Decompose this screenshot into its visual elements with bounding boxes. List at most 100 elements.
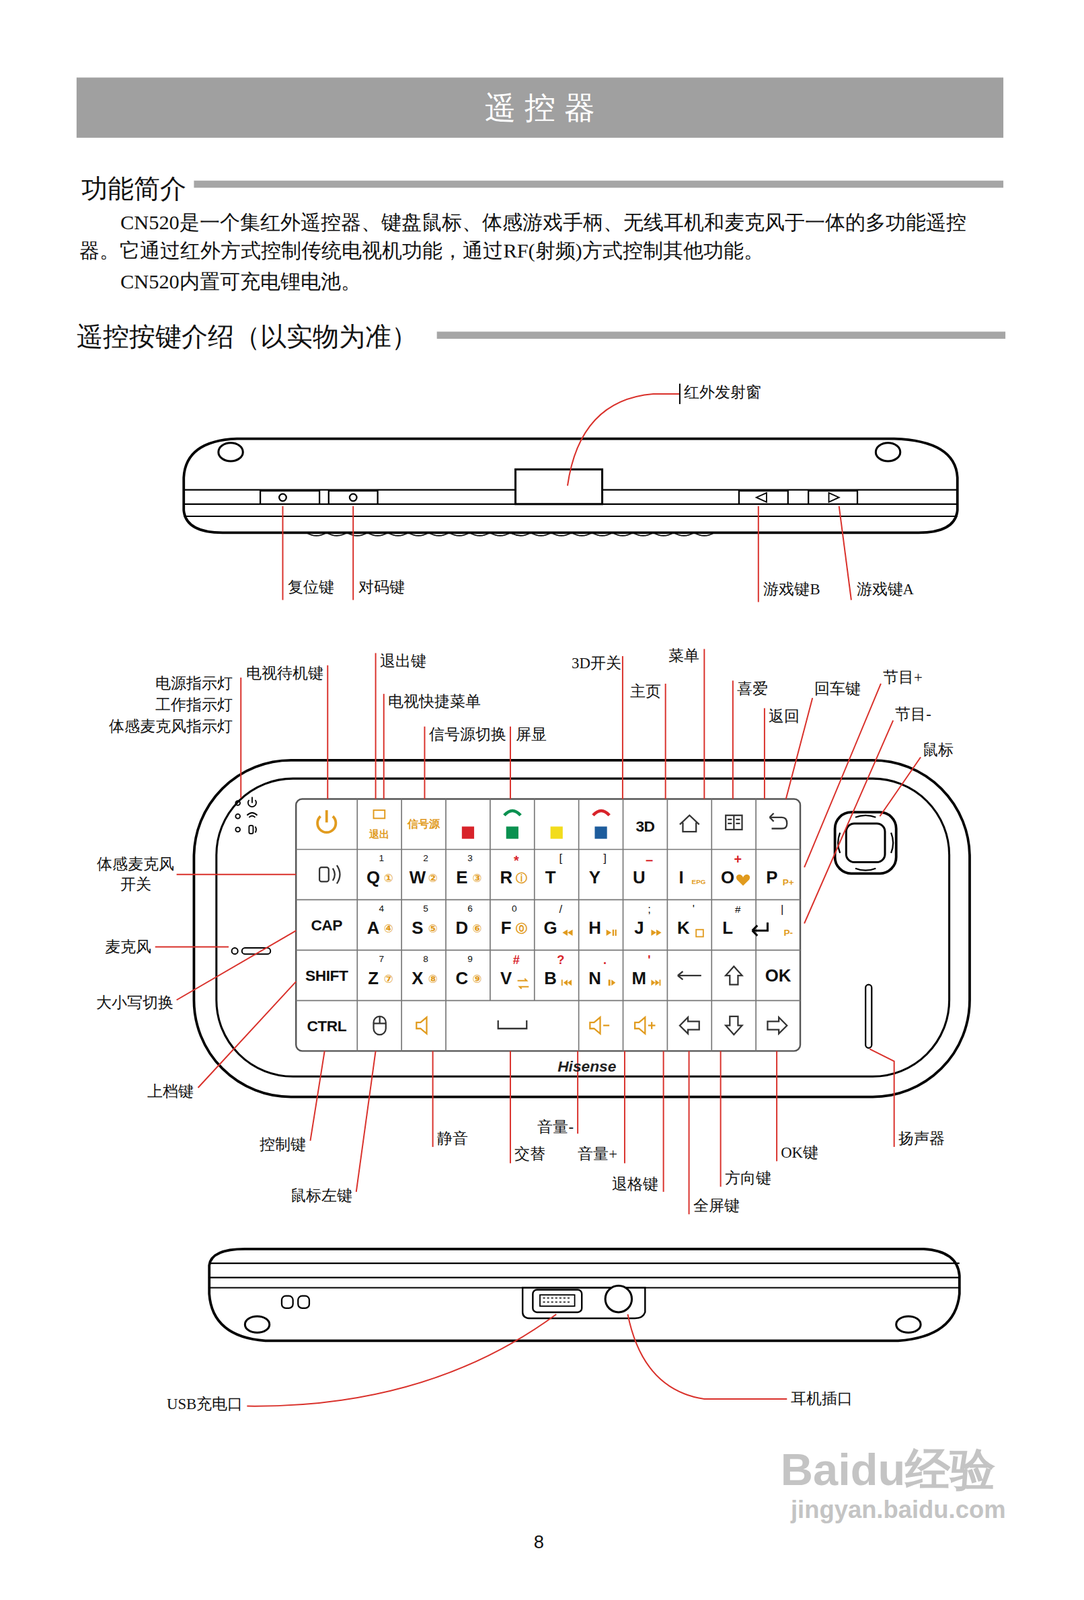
key-label: X: [411, 969, 423, 990]
key-label: N: [588, 969, 602, 990]
key-label: K: [677, 918, 690, 939]
callout-label: 8: [533, 1531, 545, 1553]
callout-label: 菜单: [668, 647, 700, 666]
key-label: E: [455, 868, 468, 889]
key-label: Z: [367, 969, 379, 990]
callout-label: 上档键: [147, 1083, 194, 1101]
callout-label: 电视快捷菜单: [388, 693, 481, 711]
paragraph: CN520是一个集红外遥控器、键盘鼠标、体感游戏手柄、无线耳机和麦克风于一体的多…: [79, 208, 1004, 266]
callout-label: USB充电口: [166, 1396, 243, 1414]
callout-label: 节目-: [895, 705, 932, 723]
key-label: G: [544, 918, 558, 939]
key-label: ③: [472, 872, 483, 885]
callout-label: 音量+: [577, 1145, 618, 1164]
key-label: O: [720, 868, 735, 889]
callout-label: Baidu经验: [780, 1443, 996, 1496]
callout-label: 节目+: [882, 669, 923, 687]
key-label: ②: [428, 872, 438, 885]
key-label: F: [500, 918, 512, 939]
callout-label: jingyan.baidu.com: [790, 1496, 1006, 1526]
key-label: #: [513, 953, 520, 968]
key-label: ⑥: [472, 922, 483, 936]
callout-label: 麦克风: [104, 938, 152, 957]
callout-label: 返回: [768, 707, 800, 725]
key-label: Y: [589, 868, 601, 889]
page-title: 遥 控 器: [484, 90, 595, 126]
key-label: ①: [383, 872, 394, 885]
key-label: Q: [366, 868, 380, 889]
key-label: A: [367, 918, 380, 939]
key-label: +: [734, 852, 743, 868]
callout-label: 主页: [630, 683, 662, 701]
key-label: 2: [422, 853, 429, 865]
key-label: ⓪: [515, 922, 528, 936]
key-label: ': [692, 903, 695, 917]
key-label: D: [455, 918, 469, 939]
callout-label: 屏显: [515, 726, 547, 744]
callout-label: 游戏键A: [856, 581, 914, 599]
callout-label: 遥控按键介绍（以实物为准）: [76, 321, 418, 352]
key-label: 0: [511, 903, 518, 915]
key-label: ;: [647, 903, 651, 917]
key-label: 5: [422, 903, 429, 915]
callout-label: 工作指示灯: [155, 696, 233, 715]
callout-label: 耳机插口: [790, 1390, 853, 1409]
key-label: R: [499, 868, 513, 889]
key-label: 6: [467, 903, 473, 915]
key-label: ④: [383, 922, 394, 936]
key-label: C: [455, 969, 469, 990]
key-label: V: [500, 969, 512, 990]
callout-label: 鼠标: [922, 741, 954, 760]
callout-label: 全屏键: [693, 1197, 740, 1216]
callout-label: 游戏键B: [763, 581, 820, 599]
key-label: 3: [467, 853, 473, 865]
key-label: P: [765, 868, 778, 889]
callout-label: 大小写切换: [96, 994, 174, 1013]
key-label: 1: [378, 853, 384, 865]
key-label: CTRL: [306, 1017, 347, 1035]
key-label: .: [603, 953, 607, 968]
key-label: /: [558, 903, 563, 917]
key-label: ]: [603, 852, 607, 865]
key-label: 信号源: [407, 818, 440, 831]
callout-label: 信号源切换: [429, 726, 507, 744]
key-label: 4: [378, 903, 384, 915]
key-label: 8: [422, 954, 429, 965]
key-label: ⑦: [383, 973, 394, 986]
callout-label: 开关: [120, 876, 152, 894]
callout-label: 电视待机键: [246, 665, 324, 683]
callout-label: 电源指示灯: [155, 675, 233, 693]
key-label: T: [545, 868, 557, 889]
callout-label: 扬声器: [898, 1130, 945, 1148]
callout-label: 功能简介: [81, 173, 187, 204]
callout-label: 体感麦克风: [96, 856, 175, 874]
callout-label: 喜爱: [737, 679, 768, 698]
callout-label: 方向键: [724, 1170, 772, 1188]
callout-label: 3D开关: [571, 654, 622, 673]
callout-label: 复位键: [287, 578, 335, 597]
callout-label: 回车键: [814, 679, 861, 698]
key-label: ⑧: [428, 973, 438, 986]
key-label: EPG: [691, 878, 707, 886]
paragraph: CN520内置可充电锂电池。: [79, 267, 1004, 297]
key-label: 7: [378, 954, 384, 965]
key-label: M: [632, 969, 647, 990]
key-label: 退出: [369, 828, 390, 840]
key-label: S: [411, 918, 423, 939]
key-label: ⑨: [472, 973, 483, 986]
callout-label: OK键: [780, 1144, 819, 1163]
key-label: ': [647, 953, 651, 968]
callout-label: 交替: [514, 1145, 546, 1164]
key-label: 9: [467, 954, 473, 965]
key-label: SHIFT: [305, 966, 348, 985]
key-label: H: [588, 918, 602, 939]
key-label: [: [558, 852, 563, 865]
key-label: ⑤: [428, 922, 438, 936]
callout-label: Hisense: [557, 1057, 616, 1076]
key-label: #: [734, 903, 741, 916]
callout-label: 红外发射窗: [683, 383, 762, 402]
key-label: CAP: [310, 916, 343, 935]
key-label: L: [722, 918, 733, 939]
key-label: ⓘ: [515, 872, 528, 885]
